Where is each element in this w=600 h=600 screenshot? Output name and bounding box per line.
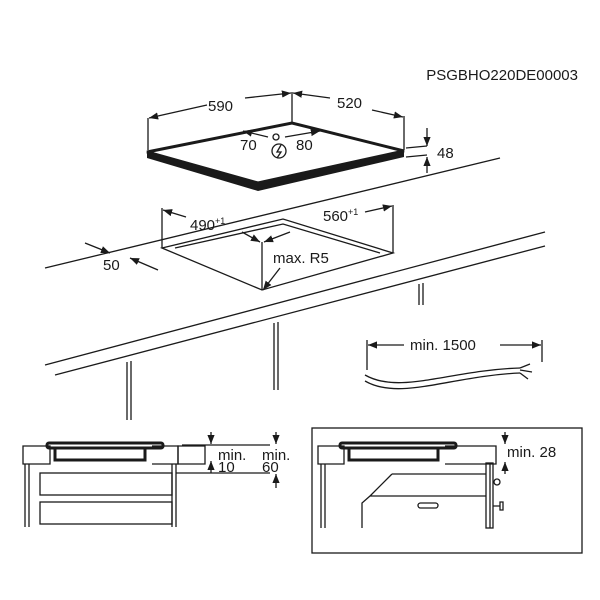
corner-radius-label: max. R5	[273, 250, 329, 267]
oven-clearance-label: min. 28	[507, 444, 556, 461]
clearance-b-value: 60	[262, 459, 279, 476]
hob-drawing	[146, 90, 405, 191]
oven-section	[311, 427, 583, 554]
right-offset-label: 80	[296, 137, 313, 154]
cable-length-label: min. 1500	[410, 337, 476, 354]
countertop-drawing	[44, 157, 546, 420]
edge-distance-label: 50	[103, 257, 120, 274]
clearance-a-value: 10	[218, 459, 235, 476]
cutout-width-label: 490+1	[190, 216, 225, 234]
hob-width-label: 590	[208, 98, 233, 115]
document-code: PSGBHO220DE00003	[426, 67, 578, 84]
electrical-connection-icon	[271, 143, 287, 159]
hob-height-label: 48	[437, 145, 454, 162]
cable-drawing	[364, 340, 543, 390]
hob-depth-label: 520	[337, 95, 362, 112]
drawer-section	[22, 432, 280, 527]
left-offset-label: 70	[240, 137, 257, 154]
clearance-a-label: min.	[218, 447, 246, 464]
clearance-b-label: min.	[262, 447, 290, 464]
cutout-depth-label: 560+1	[323, 207, 358, 225]
